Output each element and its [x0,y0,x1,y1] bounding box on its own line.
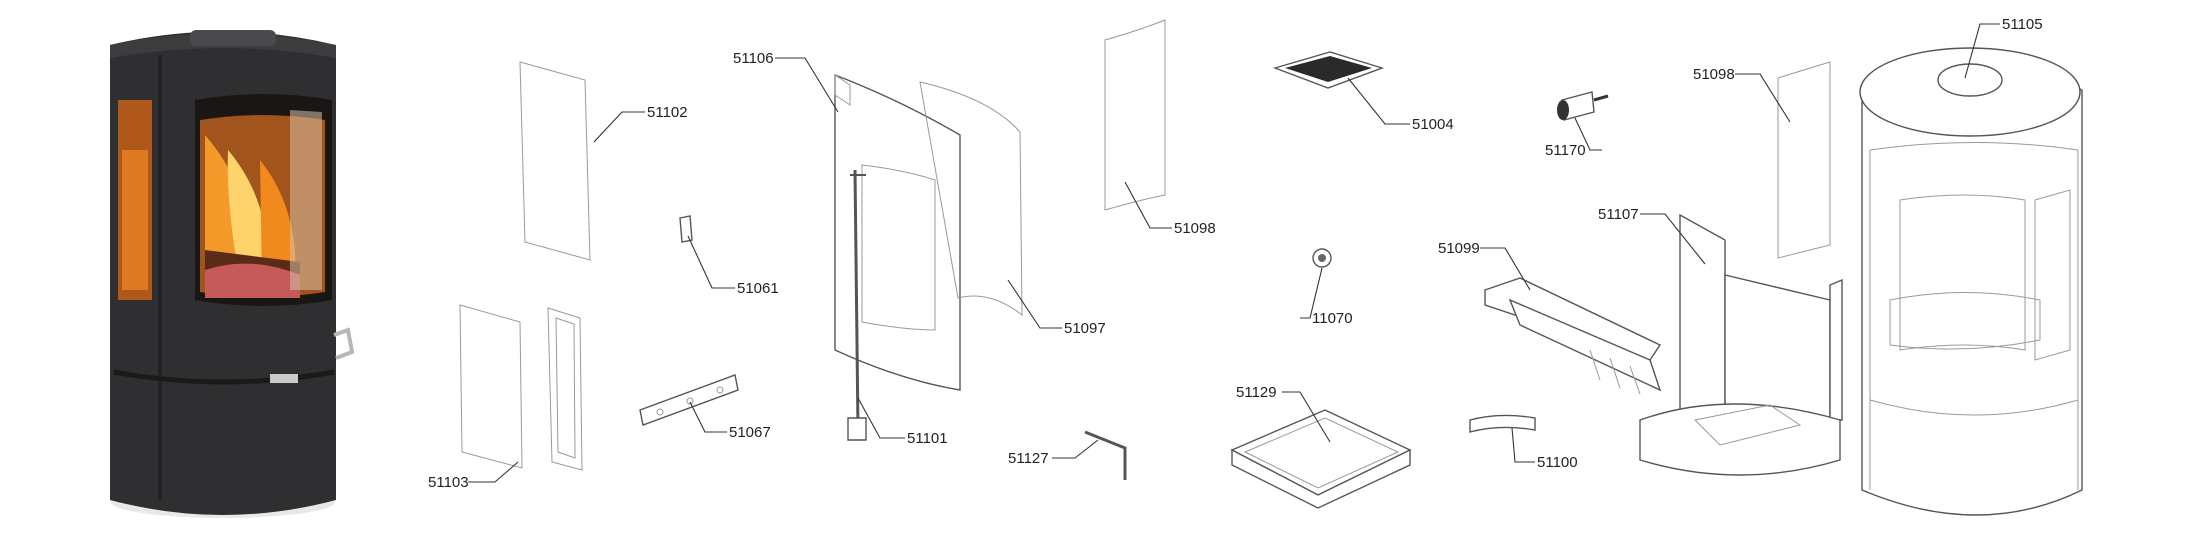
assembled-stove-illustration [110,30,355,518]
rod-51101 [847,169,867,441]
leader-51004 [1347,77,1410,125]
part-label-51127: 51127 [1008,450,1049,467]
part-label-51101: 51101 [907,430,948,447]
rail-51067 [639,374,739,426]
part-label-51098-right: 51098 [1693,66,1735,83]
leader-51103 [468,461,519,483]
part-label-11070: 11070 [1312,310,1353,327]
glass-panel-51102 [519,61,591,261]
leader-51170 [1574,117,1602,151]
knob-51170 [1557,91,1609,121]
part-label-51004: 51004 [1412,116,1454,133]
part-labels: 51102 51103 51061 51067 51106 51101 5109… [428,16,2043,491]
leader-51102 [593,111,645,143]
part-label-51098: 51098 [1174,220,1216,237]
part-label-51067: 51067 [729,424,771,441]
firebox-51107 [1639,213,1843,476]
part-label-51061: 51061 [737,280,779,297]
ash-tray-51129 [1230,409,1412,509]
side-glass-51098 [1104,19,1166,211]
part-label-51102: 51102 [647,104,688,121]
leader-51098-right [1735,73,1791,123]
door-frame-51106 [834,73,961,391]
part-label-51129: 51129 [1236,384,1277,401]
nut-11070 [1312,248,1332,268]
leader-51106 [775,57,839,113]
bracket-51061 [679,215,693,243]
part-label-51105: 51105 [2002,16,2043,33]
leader-51100 [1511,427,1535,463]
top-plate-51004 [1272,51,1385,89]
grate-51099 [1484,277,1662,395]
leader-51129 [1282,391,1331,443]
leader-51127 [1052,439,1099,459]
part-label-51099: 51099 [1438,240,1480,257]
side-glass-51098-right [1777,61,1831,259]
leader-51097 [1007,279,1062,329]
part-label-51103: 51103 [428,474,469,491]
glass-panel-51103 [459,304,583,471]
burner-plate-51100 [1469,414,1536,433]
leader-51067 [689,401,727,433]
leader-51098 [1124,181,1172,229]
leader-51061 [687,235,735,289]
leader-51099 [1480,247,1531,291]
leader-51101 [857,397,905,439]
part-label-51097: 51097 [1064,320,1106,337]
leader-51107 [1640,213,1706,265]
curved-glass-51097 [919,81,1023,317]
part-label-51107: 51107 [1598,206,1639,223]
part-label-51170: 51170 [1545,142,1586,159]
part-label-51106: 51106 [733,50,774,67]
part-label-51100: 51100 [1537,454,1578,471]
leader-51105 [1964,23,2000,79]
handle-51127 [1084,430,1127,480]
leader-11070 [1300,267,1323,319]
stove-body-51105 [1859,47,2083,516]
leader-lines [468,23,2000,483]
